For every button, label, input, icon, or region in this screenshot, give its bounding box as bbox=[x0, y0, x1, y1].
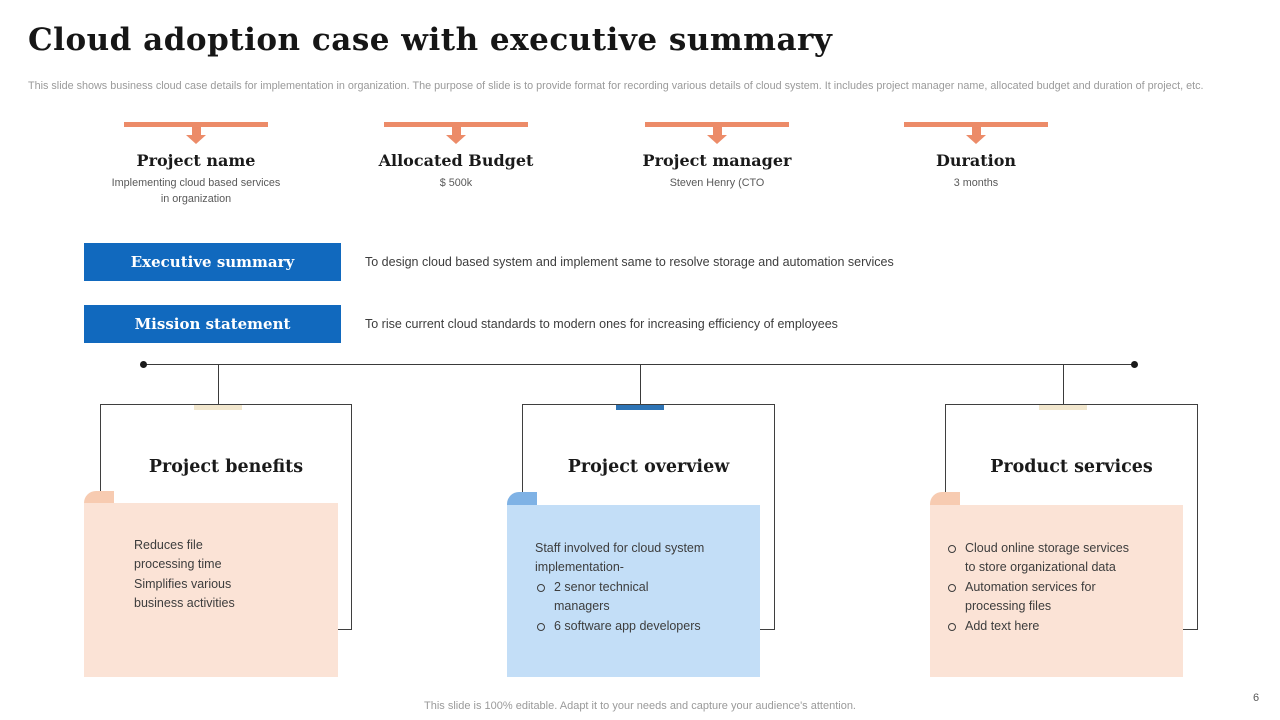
list-item: 6 software app developers bbox=[535, 617, 704, 636]
arrow-down-icon bbox=[191, 127, 201, 135]
metric-allocated-budget: Allocated Budget $ 500k bbox=[346, 122, 566, 191]
box-top-tab bbox=[616, 405, 664, 410]
connector-drop-2 bbox=[640, 365, 641, 404]
metric-project-name: Project name Implementing cloud based se… bbox=[86, 122, 306, 207]
project-benefits-panel: Reduces file processing time Simplifies … bbox=[84, 503, 338, 677]
project-overview-panel: Staff involved for cloud system implemen… bbox=[507, 505, 760, 677]
metric-value: Steven Henry (CTO bbox=[669, 177, 765, 189]
arrow-down-icon bbox=[712, 127, 722, 135]
bracket-bar-icon bbox=[904, 122, 1048, 127]
box-title: Product services bbox=[990, 457, 1153, 477]
mission-statement-label: Mission statement bbox=[134, 315, 291, 333]
footer-note: This slide is 100% editable. Adapt it to… bbox=[424, 700, 856, 712]
arrow-head-icon bbox=[966, 135, 986, 144]
list-item: Cloud online storage services to store o… bbox=[946, 539, 1130, 578]
arrow-head-icon bbox=[446, 135, 466, 144]
mission-statement-button[interactable]: Mission statement bbox=[84, 305, 341, 343]
connector-drop-1 bbox=[218, 365, 219, 404]
connector-drop-3 bbox=[1063, 365, 1064, 404]
page-title: Cloud adoption case with executive summa… bbox=[28, 22, 833, 58]
bullet-list: 2 senor technical managers 6 software ap… bbox=[535, 578, 707, 636]
connector-horizontal-line bbox=[143, 364, 1135, 365]
metric-duration: Duration 3 months bbox=[866, 122, 1086, 191]
arrow-head-icon bbox=[707, 135, 727, 144]
arrow-down-icon bbox=[451, 127, 461, 135]
metric-value: Implementing cloud based services in org… bbox=[111, 177, 281, 206]
arrow-head-icon bbox=[186, 135, 206, 144]
list-item: Automation services for processing files bbox=[946, 578, 1130, 617]
box-title: Project benefits bbox=[148, 457, 304, 477]
list-item: Add text here bbox=[946, 617, 1130, 636]
box-top-tab bbox=[1039, 405, 1087, 410]
bullet-list: Cloud online storage services to store o… bbox=[946, 539, 1146, 636]
metric-label: Duration bbox=[935, 151, 1017, 170]
box-top-tab bbox=[194, 405, 242, 410]
metric-label: Allocated Budget bbox=[378, 151, 534, 170]
panel-text: Staff involved for cloud system implemen… bbox=[535, 539, 707, 636]
product-services-panel: Cloud online storage services to store o… bbox=[930, 505, 1183, 677]
executive-summary-text: To design cloud based system and impleme… bbox=[365, 255, 894, 269]
bracket-bar-icon bbox=[645, 122, 789, 127]
executive-summary-button[interactable]: Executive summary bbox=[84, 243, 341, 281]
metric-value: $ 500k bbox=[439, 177, 473, 189]
panel-text: Reduces file processing time Simplifies … bbox=[134, 538, 235, 611]
metric-project-manager: Project manager Steven Henry (CTO bbox=[607, 122, 827, 191]
arrow-down-icon bbox=[971, 127, 981, 135]
mission-statement-text: To rise current cloud standards to moder… bbox=[365, 317, 838, 331]
metric-value: 3 months bbox=[953, 177, 999, 189]
connector-dot-left bbox=[140, 361, 147, 368]
connector-dot-right bbox=[1131, 361, 1138, 368]
list-item: 2 senor technical managers bbox=[535, 578, 704, 617]
panel-text: Cloud online storage services to store o… bbox=[946, 539, 1146, 636]
bracket-bar-icon bbox=[384, 122, 528, 127]
panel-intro: Staff involved for cloud system implemen… bbox=[535, 541, 705, 575]
metric-label: Project manager bbox=[642, 151, 792, 170]
executive-summary-label: Executive summary bbox=[130, 253, 295, 271]
metric-label: Project name bbox=[136, 151, 256, 170]
box-title: Project overview bbox=[567, 457, 730, 477]
bracket-bar-icon bbox=[124, 122, 268, 127]
slide-description: This slide shows business cloud case det… bbox=[28, 80, 1204, 92]
page-number: 6 bbox=[1252, 692, 1260, 704]
